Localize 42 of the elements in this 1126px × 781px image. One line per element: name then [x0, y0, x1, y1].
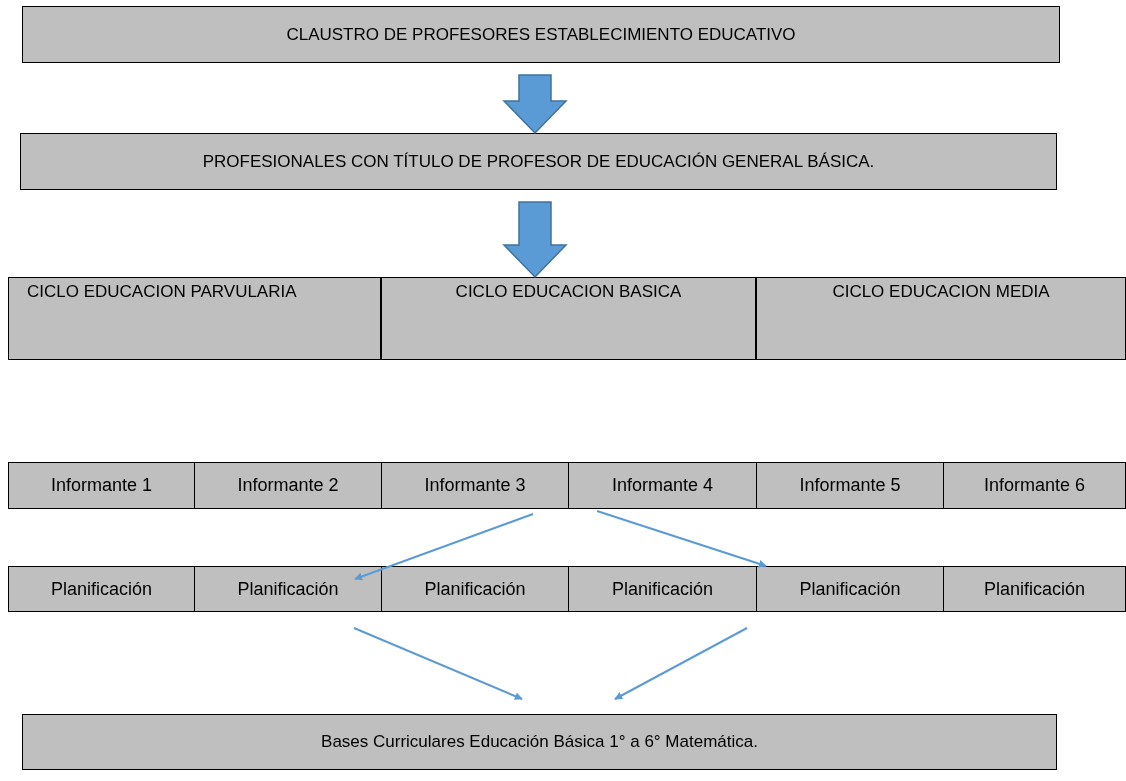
- cell-text: Informante 4: [611, 475, 714, 496]
- cell-text: PROFESIONALES CON TÍTULO DE PROFESOR DE EDUCACIÓN GENERAL BÁSICA.: [202, 151, 875, 172]
- cell-text: CICLO EDUCACION BASICA: [454, 282, 683, 302]
- arrow: [596, 510, 767, 568]
- table-cell: [20, 133, 1057, 190]
- cell-text: Bases Curriculares Educación Básica 1° a 6° Matemática.: [321, 732, 758, 752]
- cell-text: Planificación: [50, 578, 153, 600]
- cell-text: Planificación: [611, 578, 714, 600]
- table-cell: [8, 277, 381, 360]
- cell-text: CICLO EDUCACION MEDIA: [831, 282, 1051, 302]
- table-cell: [943, 566, 1126, 612]
- table-cell: [22, 6, 1060, 63]
- table-cell: [943, 462, 1126, 509]
- cell-text: Informante 1: [50, 475, 153, 496]
- table-cell: [194, 566, 382, 612]
- table-cell: [756, 277, 1126, 360]
- cell-text: CLAUSTRO DE PROFESORES ESTABLECIMIENTO EDUCATIVO: [286, 24, 796, 45]
- table-cell: [568, 566, 757, 612]
- arrow: [354, 513, 534, 581]
- cell-text: Planificación: [799, 578, 901, 600]
- block-arrow: [502, 74, 568, 135]
- block-arrow: [502, 201, 568, 279]
- cell-text: Planificación: [983, 578, 1086, 600]
- arrow: [614, 627, 748, 700]
- table-cell: [381, 462, 569, 509]
- cell-text: Planificación: [424, 578, 526, 600]
- table-cell: [8, 566, 195, 612]
- table-cell: [381, 566, 569, 612]
- table-cell: [568, 462, 757, 509]
- table-cell: [381, 277, 756, 360]
- cell-text: Informante 5: [799, 475, 901, 496]
- table-cell: [8, 462, 195, 509]
- arrow: [353, 627, 523, 700]
- cell-text: Informante 2: [237, 475, 339, 496]
- cell-text: Informante 3: [424, 475, 526, 496]
- cell-text: CICLO EDUCACION PARVULARIA: [27, 282, 298, 302]
- table-cell: [756, 462, 944, 509]
- cell-text: Planificación: [237, 578, 339, 600]
- table-cell: [194, 462, 382, 509]
- table-cell: [756, 566, 944, 612]
- cell-text: Informante 6: [983, 475, 1086, 496]
- table-cell: [22, 714, 1057, 770]
